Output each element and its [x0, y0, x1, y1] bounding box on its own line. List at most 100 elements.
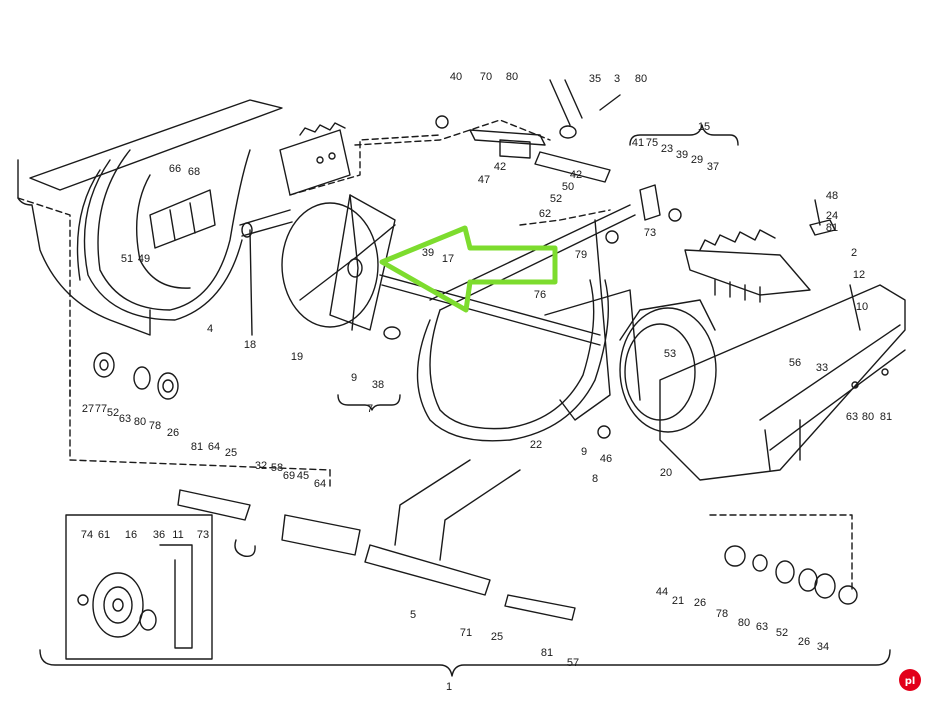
callout-66: 66: [169, 163, 181, 175]
assembly-number: 1: [446, 681, 452, 693]
callout-71: 71: [460, 627, 472, 639]
callout-10: 10: [856, 301, 868, 313]
callout-48: 48: [826, 190, 838, 202]
watermark-badge: [899, 669, 921, 691]
callout-81: 81: [541, 647, 553, 659]
callout-32: 32: [255, 460, 267, 472]
callout-25: 25: [491, 631, 503, 643]
callout-76: 76: [534, 289, 546, 301]
callout-24: 24: [826, 210, 838, 222]
rear-pulley: [619, 307, 717, 433]
callout-80: 80: [134, 416, 146, 428]
callout-69: 69: [283, 470, 295, 482]
callout-73: 73: [197, 529, 209, 541]
callout-12: 12: [853, 269, 865, 281]
callout-53: 53: [664, 348, 676, 360]
callout-26: 26: [798, 636, 810, 648]
left-belt-cover: [29, 99, 283, 191]
callout-80: 80: [635, 73, 647, 85]
callout-73: 73: [644, 227, 656, 239]
callout-9: 9: [351, 372, 357, 384]
callout-64: 64: [314, 478, 326, 490]
callout-80: 80: [506, 71, 518, 83]
callout-56: 56: [789, 357, 801, 369]
callout-20: 20: [660, 467, 672, 479]
callout-42: 42: [494, 161, 506, 173]
callout-7: 7: [367, 403, 373, 415]
callout-49: 49: [138, 253, 150, 265]
callout-8: 8: [592, 473, 598, 485]
callout-3: 3: [614, 73, 620, 85]
callout-42: 42: [570, 169, 582, 181]
callout-35: 35: [589, 73, 601, 85]
callout-68: 68: [188, 166, 200, 178]
callout-45: 45: [297, 470, 309, 482]
callout-38: 38: [372, 379, 384, 391]
callout-26: 26: [694, 597, 706, 609]
diagram-linework: [17, 79, 906, 677]
callout-77: 77: [95, 403, 107, 415]
callout-34: 34: [817, 641, 829, 653]
callout-27: 27: [82, 403, 94, 415]
callout-80: 80: [862, 411, 874, 423]
callout-81: 81: [191, 441, 203, 453]
callout-63: 63: [119, 413, 131, 425]
callout-26: 26: [167, 427, 179, 439]
callout-40: 40: [450, 71, 462, 83]
callout-39: 39: [422, 247, 434, 259]
pulley-disc: [281, 202, 379, 328]
callout-61: 61: [98, 529, 110, 541]
callout-50: 50: [562, 181, 574, 193]
callout-64: 64: [208, 441, 220, 453]
callout-51: 51: [121, 253, 133, 265]
callout-47: 47: [478, 174, 490, 186]
callout-81: 81: [826, 222, 838, 234]
callout-21: 21: [672, 595, 684, 607]
callout-15: 15: [698, 121, 710, 133]
callout-19: 19: [291, 351, 303, 363]
callout-62: 62: [539, 208, 551, 220]
callout-18: 18: [244, 339, 256, 351]
callout-5: 5: [410, 609, 416, 621]
callout-57: 57: [567, 657, 579, 669]
callout-52: 52: [776, 627, 788, 639]
callout-23: 23: [661, 143, 673, 155]
callout-17: 17: [442, 253, 454, 265]
callout-78: 78: [149, 420, 161, 432]
callout-79: 79: [575, 249, 587, 261]
callout-22: 22: [530, 439, 542, 451]
callout-63: 63: [846, 411, 858, 423]
callout-46: 46: [600, 453, 612, 465]
callout-52: 52: [550, 193, 562, 205]
watermark-badge-text: pl: [905, 676, 916, 687]
callout-75: 75: [646, 137, 658, 149]
callout-80: 80: [738, 617, 750, 629]
inset-frame: [65, 514, 213, 660]
callout-37: 37: [707, 161, 719, 173]
callout-63: 63: [756, 621, 768, 633]
highlight-arrow: [379, 225, 558, 313]
callout-58: 58: [271, 462, 283, 474]
callout-33: 33: [816, 362, 828, 374]
callout-52: 52: [107, 407, 119, 419]
callout-9: 9: [581, 446, 587, 458]
callout-78: 78: [716, 608, 728, 620]
watermark: Sprzedajemy pl: [760, 669, 921, 702]
callout-41: 41: [632, 137, 644, 149]
callout-25: 25: [225, 447, 237, 459]
assembly-bracket: [39, 649, 891, 677]
callout-2: 2: [851, 247, 857, 259]
callout-11: 11: [172, 529, 183, 541]
callout-29: 29: [691, 154, 703, 166]
callout-4: 4: [207, 323, 213, 335]
callout-70: 70: [480, 71, 492, 83]
callout-44: 44: [656, 586, 668, 598]
callout-36: 36: [153, 529, 165, 541]
watermark-text: Sprzedajemy: [760, 680, 899, 702]
callout-74: 74: [81, 529, 93, 541]
callout-39: 39: [676, 149, 688, 161]
callout-81: 81: [880, 411, 892, 423]
callout-16: 16: [125, 529, 137, 541]
